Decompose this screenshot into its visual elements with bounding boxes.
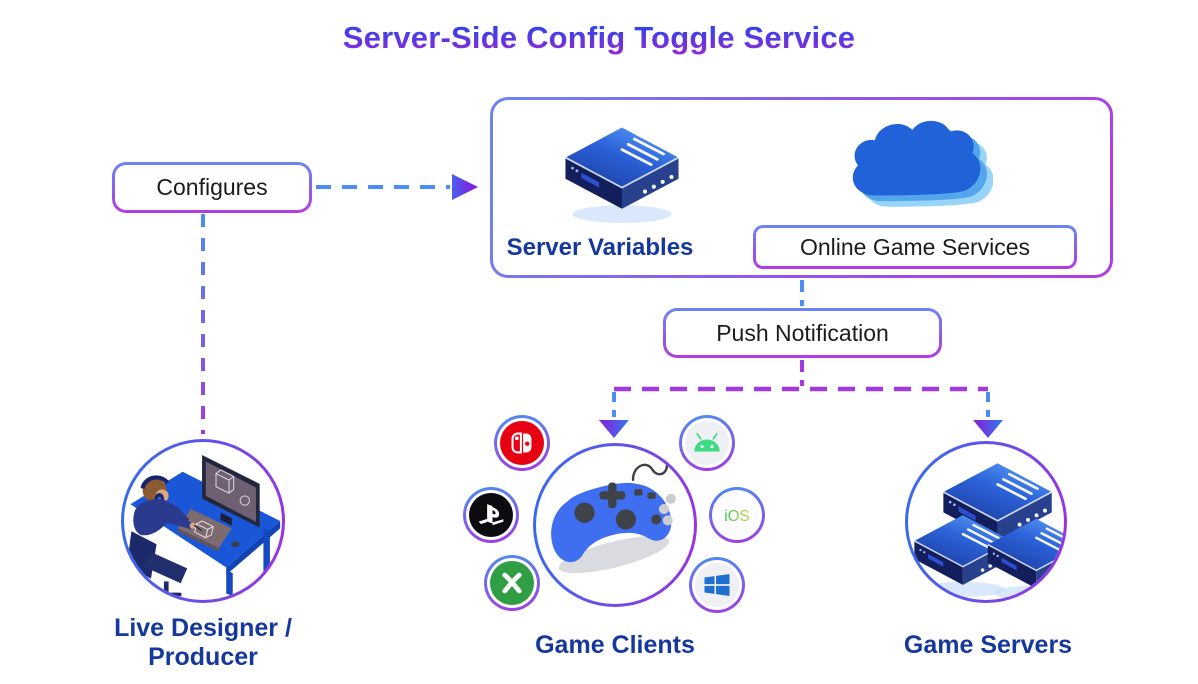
configures-to-service-arrowhead (452, 174, 478, 200)
ios-icon: iOS (724, 508, 750, 525)
online-game-services-box: Online Game Services (753, 225, 1077, 269)
server-variables-label: Server Variables (506, 234, 694, 261)
game-clients-circle (533, 443, 697, 607)
push-notification-box: Push Notification (663, 308, 942, 358)
ios-label: iOS (724, 508, 750, 525)
branch-to-servers-arrowhead (973, 420, 1003, 438)
platform-badge-playstation (463, 487, 519, 543)
page-title: Server-Side Config Toggle Service (0, 20, 1198, 56)
online-game-services-label: Online Game Services (756, 228, 1074, 266)
server-box-icon (560, 124, 684, 230)
branch-to-clients-arrowhead (599, 420, 629, 438)
nintendo-switch-icon (511, 432, 532, 454)
xbox-icon (502, 572, 522, 594)
platform-badge-xbox (484, 555, 540, 611)
platform-badge-windows (689, 557, 745, 613)
windows-icon (704, 574, 730, 596)
game-servers-label: Game Servers (903, 631, 1073, 659)
live-designer-circle (121, 439, 285, 603)
game-controller-icon (551, 463, 676, 574)
game-clients-label: Game Clients (535, 631, 695, 659)
live-designer-label: Live Designer / Producer (114, 614, 292, 671)
push-notification-label: Push Notification (666, 311, 939, 355)
configures-box: Configures (112, 162, 312, 213)
platform-badge-android (679, 415, 735, 471)
configures-label: Configures (115, 165, 309, 210)
cloud-icon (852, 120, 993, 207)
platform-badge-nintendo-switch (494, 415, 550, 471)
game-servers-circle (905, 441, 1067, 603)
designer-at-desk-icon (126, 455, 281, 597)
platform-badge-ios: iOS (709, 487, 765, 543)
android-icon (694, 432, 720, 452)
server-cluster-icon (908, 444, 1064, 600)
playstation-icon (478, 504, 504, 526)
